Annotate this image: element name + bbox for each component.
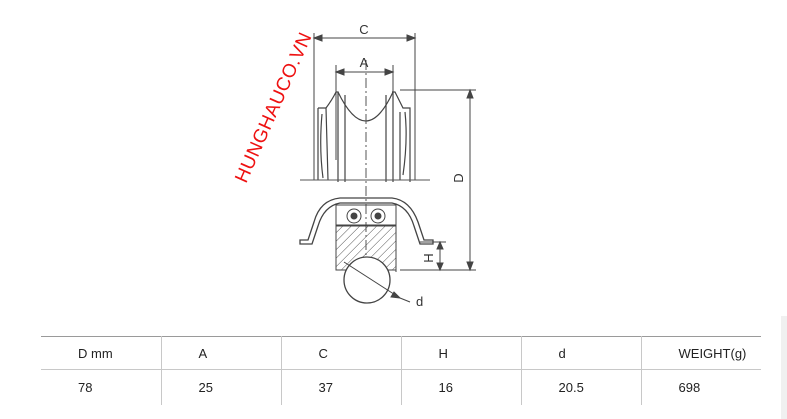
- table-cell: 698: [640, 369, 761, 405]
- header-cell: D mm: [41, 336, 162, 370]
- label-d-diameter: D: [451, 173, 466, 182]
- header-cell: WEIGHT(g): [640, 336, 761, 370]
- header-cell: H: [400, 336, 522, 370]
- bearing-balls: [335, 204, 397, 226]
- table-cell: 78: [41, 369, 162, 405]
- table-cell: 16: [400, 369, 522, 405]
- table-row: 78 25 37 16 20.5 698: [41, 369, 761, 405]
- spec-table: D mm A C H d WEIGHT(g) 78 25 37 16 20.5 …: [41, 336, 761, 405]
- table-cell: 37: [280, 369, 402, 405]
- label-h: H: [421, 253, 436, 262]
- rail-circle-d: [343, 256, 411, 304]
- dimension-c: [312, 33, 417, 180]
- dimension-d: [400, 88, 476, 272]
- watermark-text: HUNGHAUCO.VN: [231, 29, 316, 186]
- table-cell: 25: [160, 369, 282, 405]
- wheel-bracket-drawing: C A D H d HUNGHAUCO.VN: [231, 22, 476, 309]
- mounting-bracket: [299, 197, 434, 245]
- scrollbar[interactable]: [781, 316, 787, 419]
- grooved-wheel: [317, 91, 411, 182]
- table-cell: 20.5: [520, 369, 642, 405]
- label-a: A: [360, 55, 369, 70]
- label-d-rail: d: [416, 294, 423, 309]
- header-cell: A: [160, 336, 282, 370]
- header-cell: C: [280, 336, 402, 370]
- label-c: C: [359, 22, 368, 37]
- header-cell: d: [520, 336, 642, 370]
- hatched-hub: [335, 225, 397, 272]
- table-header-row: D mm A C H d WEIGHT(g): [41, 336, 761, 370]
